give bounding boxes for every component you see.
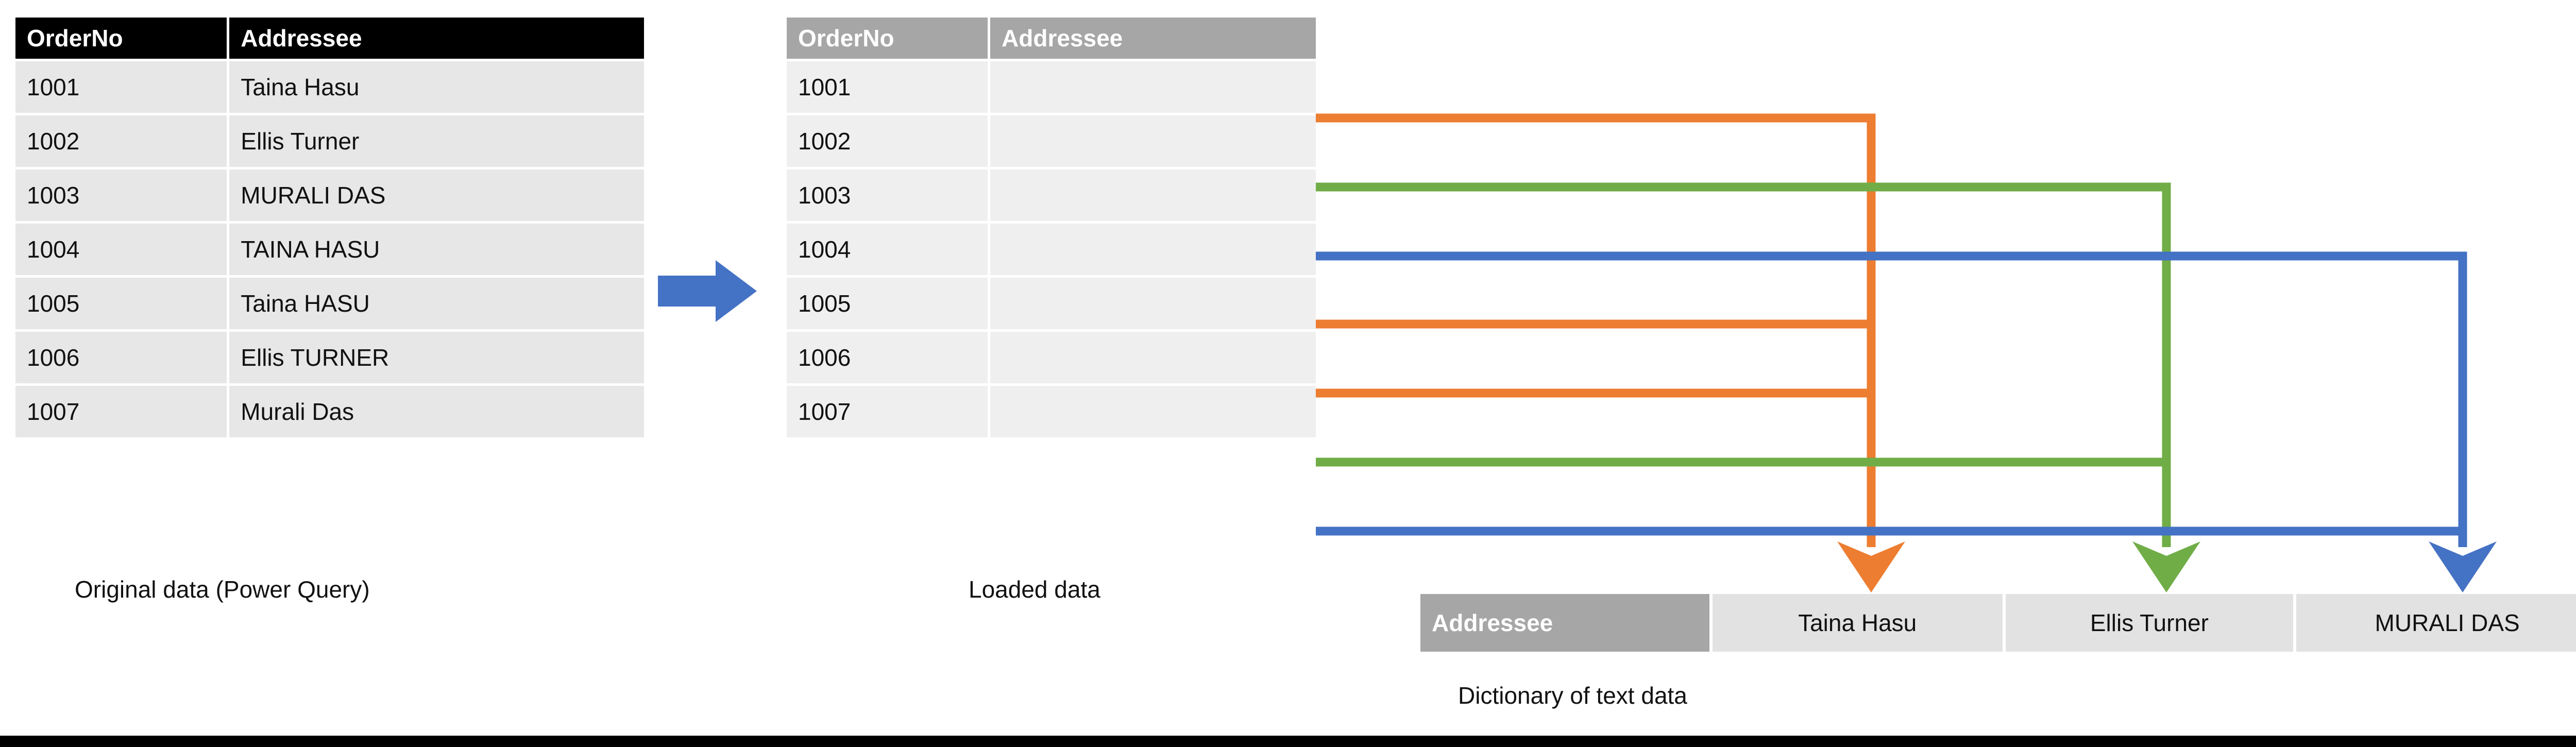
cell-orderno: 1006 [15,329,227,383]
column-header-orderno: OrderNo [787,18,988,59]
dictionary-row: Addressee Taina Hasu Ellis Turner MURALI… [1420,594,2576,652]
cell-addressee: Ellis Turner [227,113,644,167]
dictionary-table: Addressee Taina Hasu Ellis Turner MURALI… [1420,594,2576,652]
cell-orderno: 1003 [15,167,227,221]
cell-addressee: Taina Hasu [227,59,644,113]
cell-orderno: 1002 [787,113,988,167]
table-row: 1003 MURALI DAS [15,167,644,221]
table-row: 1005 [787,275,1316,329]
dictionary-caption: Dictionary of text data [1458,682,1687,709]
bottom-bar [0,736,2576,747]
process-arrow [658,260,757,322]
dictionary-entry-3: MURALI DAS [2293,594,2576,652]
cell-orderno: 1001 [15,59,227,113]
table-row: 1001 [787,59,1316,113]
loaded-data-table: OrderNo Addressee 1001 1002 1003 1004 [787,18,1316,437]
loaded-data-caption: Loaded data [969,576,1100,603]
table-row: 1004 TAINA HASU [15,221,644,275]
connector-orange [1316,113,1905,592]
cell-orderno: 1005 [15,275,227,329]
column-header-addressee: Addressee [227,18,644,59]
column-header-orderno: OrderNo [15,18,227,59]
dictionary-header-addressee: Addressee [1420,594,1709,652]
cell-addressee [988,167,1316,221]
cell-addressee [988,59,1316,113]
cell-orderno: 1004 [15,221,227,275]
cell-addressee [988,113,1316,167]
table-header-row: OrderNo Addressee [787,18,1316,59]
arrowhead-orange [1837,541,1905,592]
original-data-table: OrderNo Addressee 1001 Taina Hasu 1002 E… [15,18,644,437]
cell-addressee [988,221,1316,275]
cell-addressee: Ellis TURNER [227,329,644,383]
connector-green [1316,182,2200,592]
table-row: 1001 Taina Hasu [15,59,644,113]
cell-orderno: 1007 [15,383,227,437]
cell-addressee: Taina HASU [227,275,644,329]
cell-addressee: TAINA HASU [227,221,644,275]
arrowhead-green [2132,541,2200,592]
table-row: 1006 [787,329,1316,383]
table-row: 1003 [787,167,1316,221]
cell-addressee: MURALI DAS [227,167,644,221]
cell-orderno: 1001 [787,59,988,113]
cell-orderno: 1006 [787,329,988,383]
table-row: 1007 [787,383,1316,437]
dictionary-entry-1: Taina Hasu [1709,594,2003,652]
cell-orderno: 1004 [787,221,988,275]
table-row: 1002 Ellis Turner [15,113,644,167]
right-arrow-icon [658,260,757,322]
table-row: 1002 [787,113,1316,167]
table-row: 1005 Taina HASU [15,275,644,329]
cell-addressee [988,383,1316,437]
table-header-row: OrderNo Addressee [15,18,644,59]
arrowhead-blue [2429,541,2497,592]
table-row: 1006 Ellis TURNER [15,329,644,383]
table-row: 1004 [787,221,1316,275]
table-row: 1007 Murali Das [15,383,644,437]
dictionary-entry-2: Ellis Turner [2002,594,2294,652]
connector-blue [1316,251,2497,592]
cell-orderno: 1002 [15,113,227,167]
cell-orderno: 1003 [787,167,988,221]
original-data-caption: Original data (Power Query) [75,576,370,603]
cell-orderno: 1007 [787,383,988,437]
cell-addressee [988,275,1316,329]
cell-addressee: Murali Das [227,383,644,437]
column-header-addressee: Addressee [988,18,1316,59]
cell-orderno: 1005 [787,275,988,329]
cell-addressee [988,329,1316,383]
